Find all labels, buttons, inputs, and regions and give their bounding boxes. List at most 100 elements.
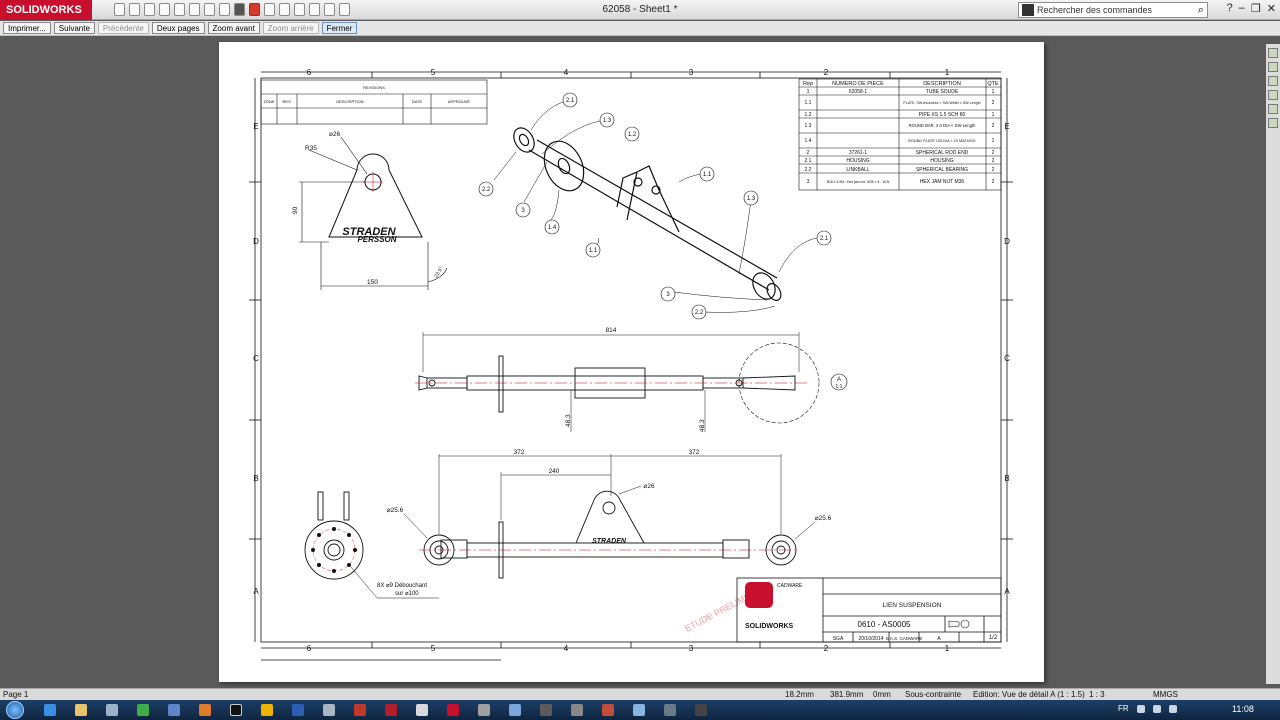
editing-status: Edition: Vue de détail A (1 : 1.5) <box>973 690 1085 699</box>
flange-view[interactable]: 8X ⌀9 Débouchant sur ⌀100 <box>304 491 439 599</box>
custom-properties-icon[interactable] <box>1268 118 1278 128</box>
select-arrow-icon[interactable] <box>189 3 200 16</box>
appearances-icon[interactable] <box>1268 104 1278 114</box>
zoom-out-button[interactable]: Zoom arrière <box>262 22 319 34</box>
svg-text:PLATE, SW-thickness × SW-Width: PLATE, SW-thickness × SW-Width × SW-Leng… <box>903 101 980 105</box>
file-properties-icon[interactable] <box>204 3 215 16</box>
solidworks-logo[interactable]: SOLIDWORKS <box>0 0 92 20</box>
svg-text:2: 2 <box>992 123 995 129</box>
new-document-icon[interactable] <box>114 3 125 16</box>
sheet-size: A <box>937 636 941 642</box>
app-icon[interactable] <box>664 704 676 716</box>
search-commands[interactable]: Rechercher des commandes ⌕ <box>1018 2 1208 18</box>
app-icon[interactable] <box>695 704 707 716</box>
volume-icon[interactable] <box>1168 704 1177 713</box>
clock[interactable]: 11:08 <box>1232 704 1254 714</box>
help-icon[interactable]: ? <box>1226 2 1233 14</box>
file-explorer-icon[interactable] <box>1268 76 1278 86</box>
open-folder-icon[interactable] <box>129 3 140 16</box>
projection-symbol-icon <box>948 619 970 629</box>
app-icon[interactable] <box>261 704 273 716</box>
bracket-view[interactable]: ⌀26 R35 90 150 22.5° STRADEN PERSSON <box>292 131 448 290</box>
view-palette-icon[interactable] <box>1268 90 1278 100</box>
sheet-number: 1/2 <box>989 635 998 641</box>
close-button[interactable]: Fermer <box>321 22 358 34</box>
globe-icon[interactable] <box>309 3 320 16</box>
bom-row: 1.1 PLATE, SW-thickness × SW-Width × SW-… <box>805 100 995 106</box>
svg-text:2: 2 <box>992 150 995 156</box>
search-icon[interactable]: ⌕ <box>1197 3 1204 16</box>
zone-col-label: 4 <box>564 644 569 653</box>
sheet-scale[interactable]: 1 : 3 <box>1089 690 1105 699</box>
chrome-icon[interactable] <box>137 704 149 716</box>
toolbox-icon[interactable] <box>324 3 335 16</box>
start-button[interactable] <box>6 701 24 719</box>
units[interactable]: MMGS <box>1153 690 1178 699</box>
svg-text:ROUND BAR, 2.0 DIA × SW-Length: ROUND BAR, 2.0 DIA × SW-Length <box>909 123 977 128</box>
app-icon[interactable] <box>168 704 180 716</box>
stop-icon[interactable] <box>249 3 260 16</box>
svg-text:HOUSING: HOUSING <box>846 158 869 164</box>
app-icon[interactable] <box>416 704 428 716</box>
previous-button[interactable]: Précédente <box>97 22 149 34</box>
coord-x: 18.2mm <box>785 690 814 699</box>
isometric-view[interactable]: 2.1 1.3 1.2 2.2 3 1.4 1.1 1.1 1.3 2.1 3 … <box>478 92 832 320</box>
app-icon[interactable] <box>602 704 614 716</box>
close-icon[interactable]: ✕ <box>1266 3 1276 15</box>
balloon-label: 2.1 <box>820 236 829 242</box>
undo-icon[interactable] <box>174 3 185 16</box>
app-icon[interactable] <box>106 704 118 716</box>
internet-explorer-icon[interactable] <box>44 704 56 716</box>
options-icon[interactable] <box>219 3 230 16</box>
zone-col-label: 4 <box>564 68 569 77</box>
design-library-icon[interactable] <box>1268 62 1278 72</box>
front-view[interactable]: 814 48.3 48.3 A 1:1 <box>415 327 848 432</box>
print-preview-toolbar: Imprimer... Suivante Précédente Deux pag… <box>0 21 1280 36</box>
rebuild-icon[interactable] <box>234 3 245 16</box>
app-icon[interactable] <box>571 704 583 716</box>
search-input[interactable]: Rechercher des commandes <box>1037 5 1153 15</box>
solidworks-taskbar-icon[interactable] <box>447 704 459 716</box>
acrobat-icon[interactable] <box>385 704 397 716</box>
svg-text:SPHERICAL BEARING: SPHERICAL BEARING <box>916 167 968 173</box>
balloon-label: 1.3 <box>747 196 756 202</box>
restore-icon[interactable]: ❐ <box>1250 3 1261 15</box>
zoom-in-button[interactable]: Zoom avant <box>207 22 260 34</box>
settings-icon[interactable] <box>339 3 350 16</box>
file-explorer-icon[interactable] <box>75 704 87 716</box>
svg-text:2: 2 <box>807 150 810 156</box>
drawing-sheet[interactable]: 6 5 4 3 2 1 6 5 4 3 2 1 E D C B A E D C … <box>219 42 1044 682</box>
detail-callout[interactable] <box>830 373 848 391</box>
language-indicator[interactable]: FR <box>1118 704 1129 713</box>
sheet-icon[interactable] <box>264 3 275 16</box>
app-icon[interactable] <box>478 704 490 716</box>
app-icon[interactable] <box>354 704 366 716</box>
resources-icon[interactable] <box>1268 48 1278 58</box>
next-button[interactable]: Suivante <box>53 22 95 34</box>
minimize-icon[interactable]: – <box>1238 2 1245 14</box>
app-icon[interactable] <box>199 704 211 716</box>
app-icon[interactable] <box>323 704 335 716</box>
save-icon[interactable] <box>144 3 155 16</box>
tray-icon[interactable] <box>1136 704 1145 713</box>
network-icon[interactable] <box>1152 704 1161 713</box>
bom-header: NUMERO DE PIECE <box>832 81 884 87</box>
svg-text:1: 1 <box>992 89 995 95</box>
svg-text:1.1: 1.1 <box>805 100 812 106</box>
two-pages-button[interactable]: Deux pages <box>151 22 205 34</box>
app-icon[interactable] <box>540 704 552 716</box>
layers-icon[interactable] <box>279 3 290 16</box>
view-icon[interactable] <box>294 3 305 16</box>
print-button[interactable]: Imprimer... <box>3 22 51 34</box>
svg-text:SPHERICAL ROD END: SPHERICAL ROD END <box>916 150 969 156</box>
dim-c-label: 240 <box>549 468 560 475</box>
app-icon[interactable] <box>509 704 521 716</box>
taskbar-apps <box>44 704 707 716</box>
print-icon[interactable] <box>159 3 170 16</box>
word-icon[interactable] <box>292 704 304 716</box>
bottom-view[interactable]: 372 372 240 ⌀26 ⌀25.6 ⌀25.6 STRADEN <box>387 449 832 579</box>
app-icon[interactable] <box>230 704 242 716</box>
app-icon[interactable] <box>633 704 645 716</box>
svg-text:2: 2 <box>992 167 995 173</box>
